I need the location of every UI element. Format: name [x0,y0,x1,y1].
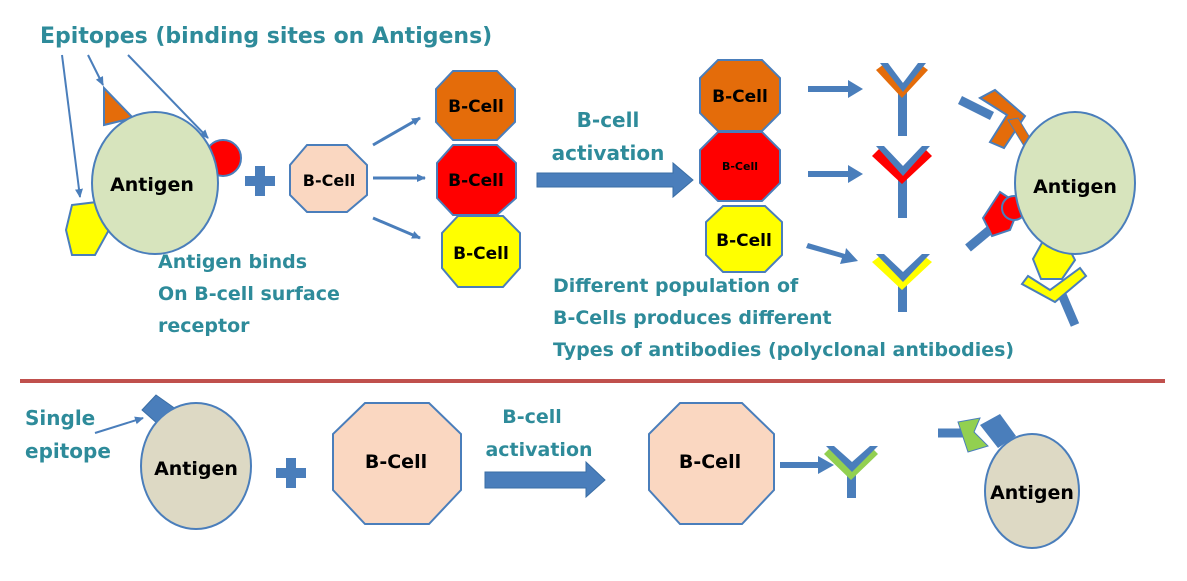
epitopes-label: Epitopes (binding sites on Antigens) [40,24,492,49]
antibody-green [824,446,878,498]
antigen-bottom-right-label: Antigen [990,482,1074,504]
bcell-yellow: B-Cell [441,215,521,288]
antigen-bottom-left-label: Antigen [154,458,238,480]
plus-icon-bottom [276,458,306,488]
plus-icon [245,166,275,196]
antigen-bottom-left: Antigen [140,394,252,530]
bcell-bottom-2: B-Cell [648,402,775,525]
bcell-orange-2-label: B-Cell [712,87,768,107]
activation-top-line1: B-cell [577,108,640,132]
bcell-orange-2: B-Cell [699,59,781,132]
poly-line3: Types of antibodies (polyclonal antibodi… [553,339,1014,361]
antigen-left-label: Antigen [110,174,194,196]
bcell-red-2: B-Cell [699,131,781,202]
single-epitope-line1: Single [25,406,95,430]
antigen-bottom-right: Antigen [938,414,1080,549]
bcell-orange: B-Cell [435,70,516,141]
bcell-yellow-2-label: B-Cell [716,231,772,251]
activation-arrow-top [536,161,694,199]
production-arrow-bottom [780,456,834,474]
binds-line1: Antigen binds [158,251,307,273]
binds-line2: On B-cell surface [158,283,340,305]
antibody-orange [876,63,928,136]
antigen-right: Antigen [957,88,1136,327]
binds-line3: receptor [158,315,250,337]
activation-bottom-line1: B-cell [502,406,562,428]
bcell-yellow-label: B-Cell [453,244,509,264]
bcell-red: B-Cell [436,144,517,216]
activation-bottom-line2: activation [485,439,592,461]
poly-line1: Different population of [553,275,799,297]
activation-arrow-bottom [484,460,606,499]
bcell-red-2-label: B-Cell [722,160,758,173]
production-arrows [806,80,863,264]
bcell-red-label: B-Cell [448,171,504,191]
epitope-pointers [61,54,209,198]
antigen-left: Antigen [64,85,242,256]
poly-line2: B-Cells produces different [553,307,832,329]
antibody-yellow [872,254,932,312]
bcell-center-label: B-Cell [303,171,355,190]
orange-epitope [103,85,135,127]
bcell-bottom-2-label: B-Cell [679,451,741,473]
activation-top-line2: activation [552,141,665,165]
single-epitope-line2: epitope [25,439,111,463]
bcell-orange-label: B-Cell [448,97,504,117]
bcell-bottom-1-label: B-Cell [365,451,427,473]
branch-arrows [372,116,426,240]
bcell-center: B-Cell [289,144,368,213]
bcell-yellow-2: B-Cell [705,205,783,273]
bcell-bottom-1: B-Cell [332,402,462,525]
antibody-red [872,146,932,218]
single-epitope-pointer [94,416,144,434]
antigen-right-label: Antigen [1033,176,1117,198]
